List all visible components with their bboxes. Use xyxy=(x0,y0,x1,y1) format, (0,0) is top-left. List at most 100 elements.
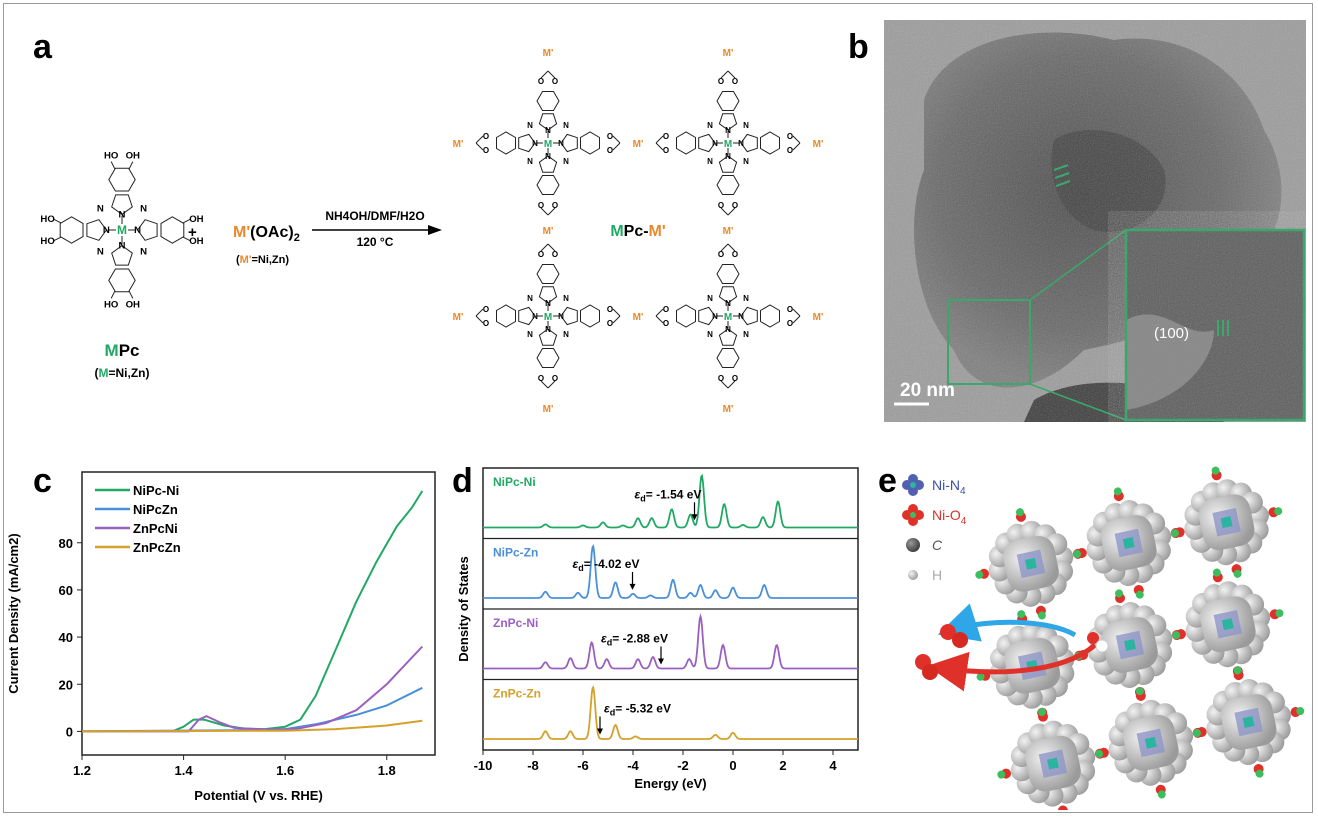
panel-label-e: e xyxy=(878,462,897,500)
meso-nitrogen-label: N xyxy=(707,157,713,166)
ni-center xyxy=(1122,537,1135,549)
oxygen-label: O xyxy=(483,305,489,314)
benzene-ring xyxy=(536,175,560,195)
meso-nitrogen-label: N xyxy=(527,330,533,339)
y-axis-label: Current Density (mA/cm2) xyxy=(6,533,21,693)
pyrrole-ring xyxy=(538,155,558,173)
ni-o4-site xyxy=(1015,508,1024,517)
pyrrole-ring xyxy=(538,113,558,131)
hrtem-inset xyxy=(1124,228,1306,422)
pyrrole-ring xyxy=(538,286,558,304)
reaction-arrowhead-icon xyxy=(428,225,442,235)
arrowhead-icon xyxy=(597,728,603,735)
epsilon-subscript: d xyxy=(607,637,613,647)
nitrogen-label: N xyxy=(545,299,551,308)
inset-plane-label: (100) xyxy=(1154,325,1189,342)
ni-o4-icon xyxy=(902,510,912,520)
epsilon-subscript: d xyxy=(610,707,616,717)
ni-o4-site xyxy=(997,770,1006,779)
zoom-connector-top xyxy=(1029,229,1127,301)
oxygen-label: O xyxy=(732,201,738,210)
cof-lattice-model xyxy=(975,466,1305,810)
oxygen-label: O xyxy=(663,132,669,141)
pyrrole-ring xyxy=(718,155,738,173)
pyrrole-ring xyxy=(698,133,716,153)
o-metal-bond xyxy=(655,135,664,144)
benzene-ring xyxy=(716,264,740,284)
hydrogen-atom-icon xyxy=(908,570,918,580)
nitrogen-label: N xyxy=(545,152,551,161)
ni-o4-site xyxy=(1095,749,1104,758)
reagent-note: (M'=Ni,Zn) xyxy=(236,254,289,266)
oxygen-label: O xyxy=(718,77,724,86)
o-metal-bond xyxy=(540,243,549,252)
o-metal-bond xyxy=(655,315,664,324)
meso-nitrogen-label: N xyxy=(743,294,749,303)
hydroxyl-label: HO xyxy=(40,236,55,247)
oxygen-label: O xyxy=(787,305,793,314)
pc-unit-model xyxy=(1074,589,1186,701)
ni-o4-site xyxy=(1017,610,1026,619)
x-tick-label: -10 xyxy=(474,758,493,773)
legend-label-subscript: 4 xyxy=(960,486,966,497)
oxygen-label: O xyxy=(787,146,793,155)
o-metal-bond xyxy=(727,380,736,389)
d-band-center-label: εd= -2.88 eV xyxy=(601,631,668,647)
nitrogen-label: N xyxy=(558,139,564,148)
metal-center-label: M xyxy=(544,139,552,150)
linker-metal-label: M' xyxy=(633,139,644,150)
nitrogen-label: N xyxy=(119,241,126,252)
oxygen-label: O xyxy=(538,374,544,383)
pyrrole-ring xyxy=(740,133,758,153)
meso-nitrogen-label: N xyxy=(527,294,533,303)
hydroxyl-label: OH xyxy=(126,151,140,162)
pyrrole-ring xyxy=(718,113,738,131)
benzene-ring xyxy=(716,91,740,111)
y-tick-label: 80 xyxy=(59,536,73,551)
o-metal-bond xyxy=(475,308,484,317)
oxygen-label: O xyxy=(607,305,613,314)
hydroxyl-label: HO xyxy=(104,299,119,310)
oxygen-label: O xyxy=(718,374,724,383)
ni-o4-site xyxy=(1113,487,1122,496)
epsilon-symbol: ε xyxy=(604,701,610,715)
meso-nitrogen-label: N xyxy=(743,157,749,166)
o-metal-bond xyxy=(540,207,549,216)
o-metal-bond xyxy=(612,142,621,151)
oxygen-label: O xyxy=(718,201,724,210)
plus-sign: + xyxy=(188,224,197,241)
nitrogen-label: N xyxy=(532,139,538,148)
series-line-NiPc-Ni xyxy=(81,490,424,733)
ni-o4-site xyxy=(1157,790,1166,799)
ni-o4-site xyxy=(1192,729,1201,738)
hydroxyl-label: OH xyxy=(126,299,140,310)
benzene-ring xyxy=(536,91,560,111)
ni-o4-site xyxy=(1172,631,1181,640)
oxygen-label: O xyxy=(732,374,738,383)
linker-metal-label: M' xyxy=(813,139,824,150)
o-metal-bond xyxy=(612,315,621,324)
ni-o4-site xyxy=(1073,550,1082,559)
benzene-ring xyxy=(59,216,84,244)
oxygen-label: O xyxy=(732,77,738,86)
hydroxyl-label: HO xyxy=(104,151,119,162)
meso-nitrogen-label: N xyxy=(563,294,569,303)
ni-center xyxy=(1025,557,1037,570)
x-tick-label: 4 xyxy=(829,758,837,773)
linker-metal-label: M' xyxy=(723,226,734,237)
arrowhead-icon xyxy=(629,583,636,590)
ni-o4-icon xyxy=(910,512,916,518)
meso-nitrogen-label: N xyxy=(743,121,749,130)
meso-nitrogen-label: N xyxy=(707,121,713,130)
pc-unit-model xyxy=(1095,687,1207,799)
epsilon-symbol: ε xyxy=(635,487,641,501)
y-axis-label: Density of States xyxy=(456,556,471,661)
nitrogen-label: N xyxy=(725,126,731,135)
benzene-ring xyxy=(496,131,516,155)
meso-nitrogen-label: N xyxy=(743,330,749,339)
panel-label-d: d xyxy=(452,462,473,500)
y-tick-label: 0 xyxy=(66,724,73,739)
o-metal-bond xyxy=(475,135,484,144)
